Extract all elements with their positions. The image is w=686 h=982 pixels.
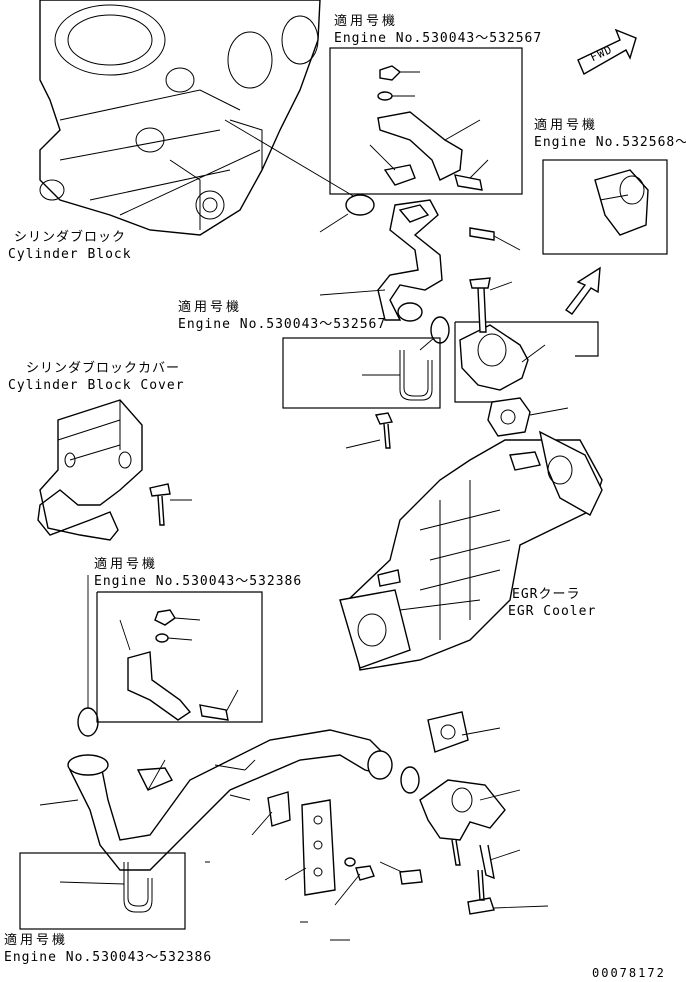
lower-fasteners	[251, 791, 423, 906]
cylinder-block-label-en: Cylinder Block	[8, 247, 132, 262]
gasket-upper	[345, 194, 375, 216]
gasket-elbow	[487, 397, 531, 437]
elbow-newer	[594, 169, 649, 236]
fwd-arrow	[577, 28, 637, 75]
applicability-bottom-en: Engine No.530043～532386	[4, 950, 213, 965]
applicability-bottom-ja: 適用号機	[4, 933, 69, 948]
lower-clip	[59, 862, 153, 913]
applicability-middle-en: Engine No.530043～532567	[178, 317, 387, 332]
applicability-upper-right-en: Engine No.532568～	[534, 135, 686, 150]
applicability-middle-ja: 適用号機	[178, 300, 243, 315]
variant-box-upper-right	[542, 159, 668, 255]
upper-water-hose	[319, 199, 521, 322]
variant-box-lower-bracket	[96, 591, 263, 723]
variant-box-lower-clip	[19, 852, 186, 930]
lower-water-pipe	[67, 729, 393, 871]
elbow-older	[459, 277, 546, 391]
cylinder-block-cover	[37, 399, 192, 541]
cylinder-block-cover-label-ja: シリンダブロックカバー	[26, 361, 181, 376]
applicability-upper-ja: 適用号機	[334, 14, 399, 29]
egr-cooler-label-en: EGR Cooler	[508, 604, 597, 619]
variant-box-upper-bracket	[329, 47, 523, 195]
arrow-upgrade	[564, 266, 601, 315]
cylinder-block-label-ja: シリンダブロック	[14, 230, 127, 245]
variant-box-hose-clip	[282, 337, 441, 409]
egr-cooler	[339, 430, 603, 671]
gasket-lower-right	[400, 766, 420, 794]
egr-cooler-label-ja: EGRクーラ	[512, 587, 581, 602]
hose-clip	[362, 350, 433, 401]
lower-bracket-parts	[119, 609, 239, 721]
cylinder-block-cover-label-en: Cylinder Block Cover	[8, 378, 185, 393]
cylinder-block	[39, 0, 321, 236]
bolt-mid	[374, 412, 394, 449]
applicability-lower-ja: 適用号機	[94, 557, 159, 572]
applicability-upper-en: Engine No.530043～532567	[334, 31, 543, 46]
gasket-lower-left	[77, 707, 99, 737]
figure-number: 00078172	[592, 966, 666, 980]
applicability-lower-en: Engine No.530043～532386	[94, 574, 303, 589]
applicability-upper-right-ja: 適用号機	[534, 118, 599, 133]
lower-elbow	[419, 711, 549, 915]
upper-bracket-parts	[369, 65, 489, 191]
